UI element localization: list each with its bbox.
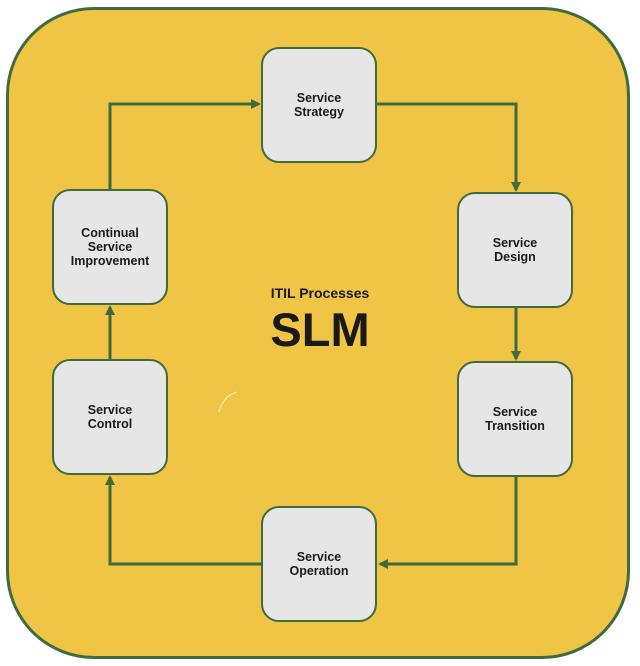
flow-arrow-strategy-to-design — [377, 102, 521, 192]
node-service-transition[interactable]: Service Transition — [457, 361, 573, 477]
node-continual-service-improvement[interactable]: Continual Service Improvement — [52, 189, 168, 305]
diagram-title: SLM — [270, 303, 370, 356]
flow-arrow-operation-to-control — [105, 475, 261, 566]
decorative-arc-mark — [218, 391, 238, 413]
node-label-service-control: Service Control — [87, 403, 133, 431]
node-label-service-operation: Service Operation — [289, 550, 349, 578]
node-label-service-transition: Service Transition — [485, 405, 545, 433]
diagram-subtitle: ITIL Processes — [270, 285, 370, 301]
node-service-operation[interactable]: Service Operation — [261, 506, 377, 622]
flow-arrow-transition-to-operation — [378, 477, 518, 569]
flow-arrow-csi-to-strategy — [108, 99, 261, 189]
node-service-strategy[interactable]: Service Strategy — [261, 47, 377, 163]
node-service-control[interactable]: Service Control — [52, 359, 168, 475]
node-label-service-strategy: Service Strategy — [293, 91, 345, 119]
node-service-design[interactable]: Service Design — [457, 192, 573, 308]
node-label-service-design: Service Design — [492, 236, 538, 264]
node-label-continual-service-improvement: Continual Service Improvement — [70, 226, 150, 268]
